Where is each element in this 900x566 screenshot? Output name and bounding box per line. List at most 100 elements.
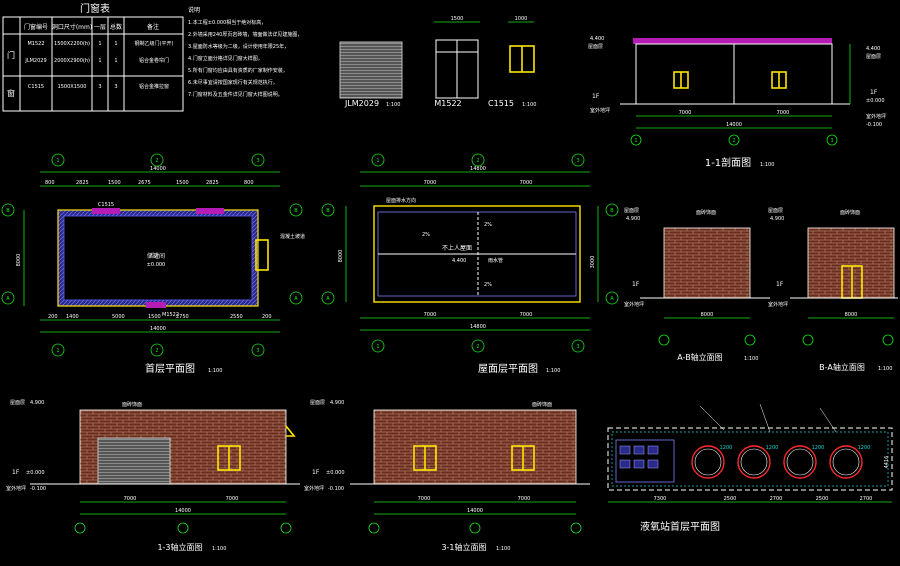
schedule-size: 2000X2900(h) — [54, 58, 90, 64]
axis-label: A — [326, 296, 330, 302]
dim-text: 1500 — [148, 314, 161, 320]
dim-text: 14000 — [726, 122, 742, 128]
dim-text: 2500 — [816, 496, 829, 502]
level-label: 1F — [12, 469, 20, 476]
dim-text: 7300 — [654, 496, 667, 502]
callout: 面砖饰面 — [696, 209, 716, 216]
axis-label: 2 — [155, 348, 158, 354]
door-window-schedule: 门窗表 门窗编号 洞口尺寸(mm) 一层 总数 备注 门 M1522 1500X… — [2, 2, 184, 112]
dim-text: 7000 — [520, 312, 533, 318]
schedule-size: 1500X1500 — [58, 84, 87, 90]
scale-label: 1:100 — [522, 102, 536, 108]
level-label: 室外地坪 — [768, 301, 788, 308]
axis-label: 3 — [576, 344, 579, 350]
dim-text: 1200 — [858, 445, 871, 451]
ramp-note: 混凝土坡道 — [280, 233, 305, 240]
axis-label: 2 — [155, 158, 158, 164]
axis-label: 1 — [56, 158, 59, 164]
level-label: 室外地坪 — [624, 301, 644, 308]
dim-text: 200 — [262, 314, 272, 320]
level-value: -0.100 — [866, 122, 882, 128]
roof-level: 4.400 — [452, 258, 466, 264]
schedule-code: M1522 — [27, 41, 44, 47]
axis-label: 1 — [634, 138, 637, 144]
scale-label: 1:100 — [760, 162, 774, 168]
level-label: 屋面层 — [866, 54, 881, 60]
axis-label: B — [610, 208, 614, 214]
dim-text: 14000 — [467, 508, 483, 514]
level-label: 屋面层 — [624, 208, 639, 214]
axis-label: 3 — [256, 348, 259, 354]
elevation-title: A-B轴立面图 — [677, 352, 722, 362]
dim-text: 3000 — [590, 256, 596, 269]
door-window-details: JLM2029 1:100 1500 M1522 1000 C1515 1:10… — [339, 16, 536, 108]
level-label: 屋面层 — [768, 208, 783, 214]
schedule-type-window: 窗 — [7, 88, 15, 98]
schedule-floor1: 1 — [98, 58, 101, 64]
level-label: 室外地坪 — [6, 485, 26, 492]
dim-text: 800 — [45, 180, 55, 186]
scale-label: 1:100 — [212, 546, 226, 552]
callout: 面砖饰面 — [532, 401, 552, 408]
ground-floor-plan: 800 2825 1500 2675 1500 2825 800 14000 1… — [1, 153, 305, 375]
axis-label: 3 — [830, 138, 833, 144]
axis-label: A — [610, 296, 614, 302]
notes-line: 6.未尽事宜请按国家现行有关规范执行， — [188, 79, 278, 86]
dim-text: 7000 — [518, 496, 531, 502]
notes-line: 5.所有门窗均应由具有资质的厂家制作安装， — [188, 67, 288, 74]
axis-label: 2 — [476, 158, 479, 164]
dim-text: 7000 — [424, 180, 437, 186]
roof-slope: 2% — [422, 232, 430, 238]
dim-text: 1500 — [108, 180, 121, 186]
roof-name: 不上人屋面 — [442, 244, 472, 252]
axis-label: B — [6, 208, 10, 214]
axis-label: A — [294, 296, 298, 302]
level-value: ±0.000 — [26, 470, 45, 476]
oxygen-station-plan: 1200 1200 1200 1200 7300 2500 2700 2500 … — [607, 403, 893, 533]
level-label: 1F — [870, 89, 878, 96]
scale-label: 1:100 — [208, 368, 222, 374]
rolling-door-label: JLM2029 — [344, 99, 379, 108]
elevation-title: B-A轴立面图 — [819, 362, 865, 372]
dim-text: 8000 — [845, 312, 858, 318]
design-notes: 说明 1.本工程±0.000相当于绝对标高， 2.外墙采用240厚页岩砖墙，墙面… — [188, 6, 302, 98]
elevation-3-1: 屋面层 4.900 1F ±0.000 室外地坪 -0.100 面砖饰面 700… — [304, 400, 590, 552]
notes-line: 7.门窗材料及五金件详见门窗大样图说明。 — [188, 91, 283, 98]
elevation-title: 3-1轴立面图 — [441, 542, 486, 552]
axis-label: 1 — [376, 158, 379, 164]
level-label: 1F — [312, 469, 320, 476]
level-label: 1F — [776, 281, 784, 288]
notes-line: 1.本工程±0.000相当于绝对标高， — [188, 19, 266, 26]
window-c1515-label: C1515 — [488, 99, 514, 108]
notes-line: 3.屋面防水等级为二级，设计使用年限25年， — [188, 43, 289, 50]
level-value: 4.400 — [590, 36, 604, 42]
axis-label: B — [294, 208, 298, 214]
axis-label: B — [326, 208, 330, 214]
scale-label: 1:100 — [878, 366, 892, 372]
plan-title: 屋面层平面图 — [478, 363, 538, 375]
level-label: 屋面层 — [588, 44, 603, 50]
scale-label: 1:100 — [496, 546, 510, 552]
dim-text: 1500 — [451, 16, 464, 22]
level-value: -0.100 — [30, 486, 46, 492]
schedule-code: JLM2029 — [24, 58, 46, 64]
schedule-title: 门窗表 — [80, 2, 110, 15]
dim-text: 8000 — [16, 254, 22, 267]
schedule-total: 3 — [114, 84, 117, 90]
dim-text: 2500 — [724, 496, 737, 502]
level-value: ±0.000 — [326, 470, 345, 476]
schedule-header-total: 总数 — [110, 23, 122, 31]
level-value: -0.100 — [328, 486, 344, 492]
dim-text: 5000 — [112, 314, 125, 320]
dim-text: 800 — [244, 180, 254, 186]
level-value: 4.900 — [626, 216, 640, 222]
schedule-total: 1 — [114, 41, 117, 47]
dim-total: 14000 — [150, 166, 166, 172]
schedule-header-note: 备注 — [147, 23, 159, 31]
axis-label: 3 — [576, 158, 579, 164]
level-value: 4.900 — [330, 400, 344, 406]
scale-label: 1:100 — [386, 102, 400, 108]
schedule-size: 1500X2200(h) — [54, 41, 90, 47]
axis-label: 1 — [376, 344, 379, 350]
